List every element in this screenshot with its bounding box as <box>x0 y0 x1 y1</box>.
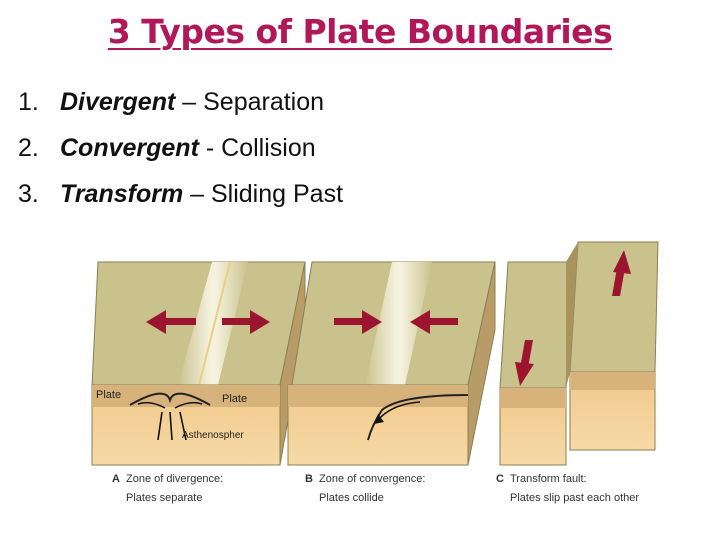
block-b-arrowhead <box>374 414 384 424</box>
caption-letter: A <box>112 473 120 485</box>
block-a-rift-line <box>198 261 231 386</box>
arrow-right-icon <box>222 310 270 334</box>
caption-line-2: Plates collide <box>319 492 384 504</box>
caption-line-1: Zone of divergence: <box>126 473 224 485</box>
block-c-fault-face <box>566 242 578 388</box>
caption-line-1: Zone of convergence: <box>319 473 426 485</box>
boundary-term: Convergent <box>60 134 199 162</box>
separator: - <box>205 134 215 162</box>
block-c-left-band <box>500 388 566 408</box>
block-b-subducting-slab <box>367 394 469 441</box>
list-item: 1. Divergent – Separation <box>18 84 343 130</box>
block-a-crust-band <box>92 385 280 407</box>
separator: – <box>190 180 205 208</box>
convergent-block <box>287 261 496 466</box>
block-a-upwelling <box>129 392 211 406</box>
block-a-rise-3 <box>179 411 187 441</box>
block-a-flow-left <box>137 401 166 409</box>
block-c-right-band <box>570 372 655 390</box>
boundary-list: 1. Divergent – Separation 2. Convergent - … <box>18 84 343 222</box>
list-item: 2. Convergent - Collision <box>18 130 343 176</box>
block-c-left-top <box>499 261 573 389</box>
block-b-ridge <box>365 262 432 385</box>
block-a-rise-2 <box>169 411 173 441</box>
caption-transform: C Transform fault: Plates slip past each … <box>496 470 639 508</box>
asthenosphere-label: Asthenospher <box>182 430 244 441</box>
boundary-term: Transform <box>60 180 184 208</box>
plate-label-right: Plate <box>222 393 247 405</box>
list-number: 1. <box>18 88 39 116</box>
arrow-right-icon <box>334 310 382 334</box>
motion-arrows <box>146 250 631 386</box>
arrow-down-icon <box>515 340 534 386</box>
transform-block <box>499 241 659 466</box>
boundary-description: Sliding Past <box>211 180 344 208</box>
boundary-description: Separation <box>203 88 325 116</box>
block-a-flow-right <box>174 401 203 409</box>
caption-divergence: A Zone of divergence: Plates separate <box>112 470 223 508</box>
caption-line-1: Transform fault: <box>510 473 587 485</box>
arrow-left-icon <box>146 310 196 334</box>
block-b-crust-band <box>288 385 468 407</box>
boundary-description: Collision <box>221 134 316 162</box>
caption-letter: C <box>496 473 504 485</box>
list-number: 2. <box>18 134 39 162</box>
block-c-right-top <box>569 241 659 373</box>
caption-convergence: B Zone of convergence: Plates collide <box>305 470 425 508</box>
block-a-ridge <box>178 262 248 385</box>
arrow-left-icon <box>410 310 458 334</box>
caption-line-2: Plates slip past each other <box>510 492 640 504</box>
list-number: 3. <box>18 180 39 208</box>
list-item: 3. Transform – Sliding Past <box>18 176 343 222</box>
plate-label-left: Plate <box>96 389 121 401</box>
boundary-term: Divergent <box>60 88 176 116</box>
caption-letter: B <box>305 473 313 485</box>
separator: – <box>182 88 197 116</box>
page-title: 3 Types of Plate Boundaries <box>107 12 613 51</box>
divergent-block: Plate Plate Asthenospher <box>91 261 306 466</box>
caption-line-2: Plates separate <box>126 492 203 504</box>
block-a-rise-1 <box>157 411 163 441</box>
arrow-up-icon <box>612 250 631 296</box>
